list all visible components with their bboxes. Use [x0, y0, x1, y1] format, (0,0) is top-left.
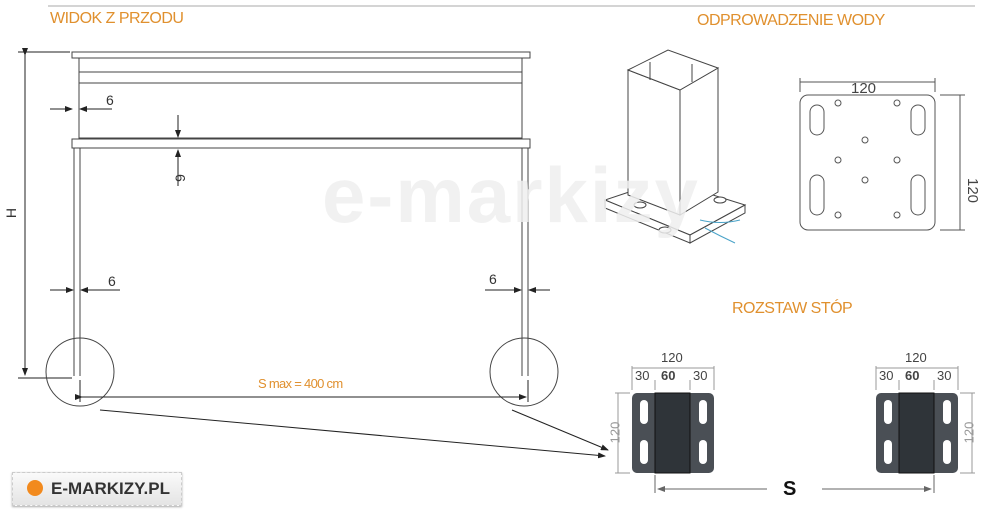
span-label: S max = 400 cm	[258, 376, 343, 391]
base-plate	[799, 78, 965, 231]
footprint-right-total: 120	[905, 350, 927, 365]
gap-dimensions	[50, 106, 550, 293]
top-gap-label: 6	[106, 92, 114, 108]
footprint-right-center: 60	[905, 368, 920, 383]
sun-icon	[27, 480, 43, 496]
water-drain-title: ODPROWADZENIE WODY	[697, 12, 885, 29]
footprint-right-side-right: 30	[937, 368, 952, 383]
footprint-left-total: 120	[661, 350, 683, 365]
plate-width-label: 120	[851, 80, 877, 97]
height-dimension	[18, 48, 72, 379]
left-post-gap-label: 6	[108, 273, 116, 289]
front-view-title: WIDOK Z PRZODU	[50, 10, 184, 27]
detail-circle-left	[45, 337, 115, 407]
footprint-left-height: 120	[607, 421, 623, 444]
spacing-dimension	[654, 475, 935, 493]
footprint-left-center: 60	[661, 368, 676, 383]
logo-text: E-MARKIZY.PL	[51, 479, 170, 498]
right-post-gap-label: 6	[489, 271, 497, 287]
logo[interactable]: E-MARKIZY.PL	[12, 472, 182, 506]
footprint-left-side-left: 30	[635, 368, 650, 383]
plate-height-label: 120	[964, 177, 982, 204]
spacing-label: S	[783, 478, 797, 500]
pergola-frame	[71, 51, 531, 376]
span-dimension	[75, 380, 609, 459]
height-label: H	[3, 207, 20, 219]
foot-spacing-title: ROZSTAW STÓP	[732, 300, 853, 317]
footprint-right-height: 120	[961, 421, 977, 444]
crossbar-gap-label: 9	[171, 174, 188, 182]
footprint-left-side-right: 30	[693, 368, 708, 383]
footprint-right	[875, 366, 975, 474]
post-3d-illustration	[603, 49, 747, 244]
footprint-right-side-left: 30	[879, 368, 894, 383]
footprint-left	[615, 366, 715, 474]
detail-circle-right	[489, 337, 559, 407]
